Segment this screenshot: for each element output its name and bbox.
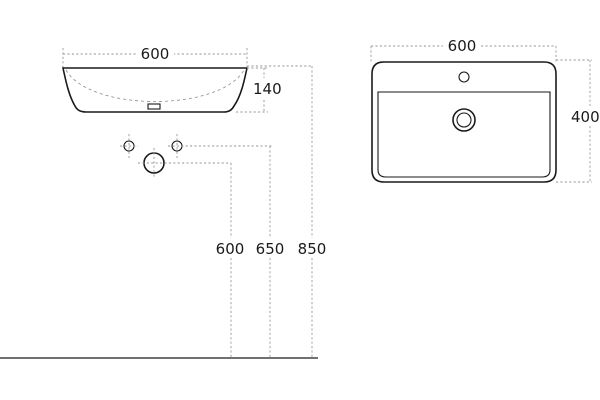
basin-drain-stub xyxy=(147,103,161,110)
basin-side-profile xyxy=(62,67,248,113)
top-depth-label: 400 xyxy=(571,108,600,126)
basin-top-outline xyxy=(371,61,557,183)
basin-inner-outline xyxy=(377,91,551,178)
tap-hole-icon xyxy=(458,71,470,83)
basin-drain-icon xyxy=(452,108,476,132)
height-valve-label: 650 xyxy=(256,240,285,258)
side-view: 600 140 xyxy=(62,44,313,358)
side-width-label: 600 xyxy=(141,45,170,63)
top-view: 600 400 xyxy=(370,37,600,183)
height-drain-label: 600 xyxy=(216,240,245,258)
basin-drain-inner-icon xyxy=(456,112,472,128)
basin-inner-bowl xyxy=(65,69,245,102)
height-labels: 600 650 850 xyxy=(216,240,327,258)
top-width-label: 600 xyxy=(448,37,477,55)
wall-connections xyxy=(120,134,272,358)
side-height-label: 140 xyxy=(253,80,282,98)
height-top-label: 850 xyxy=(298,240,327,258)
